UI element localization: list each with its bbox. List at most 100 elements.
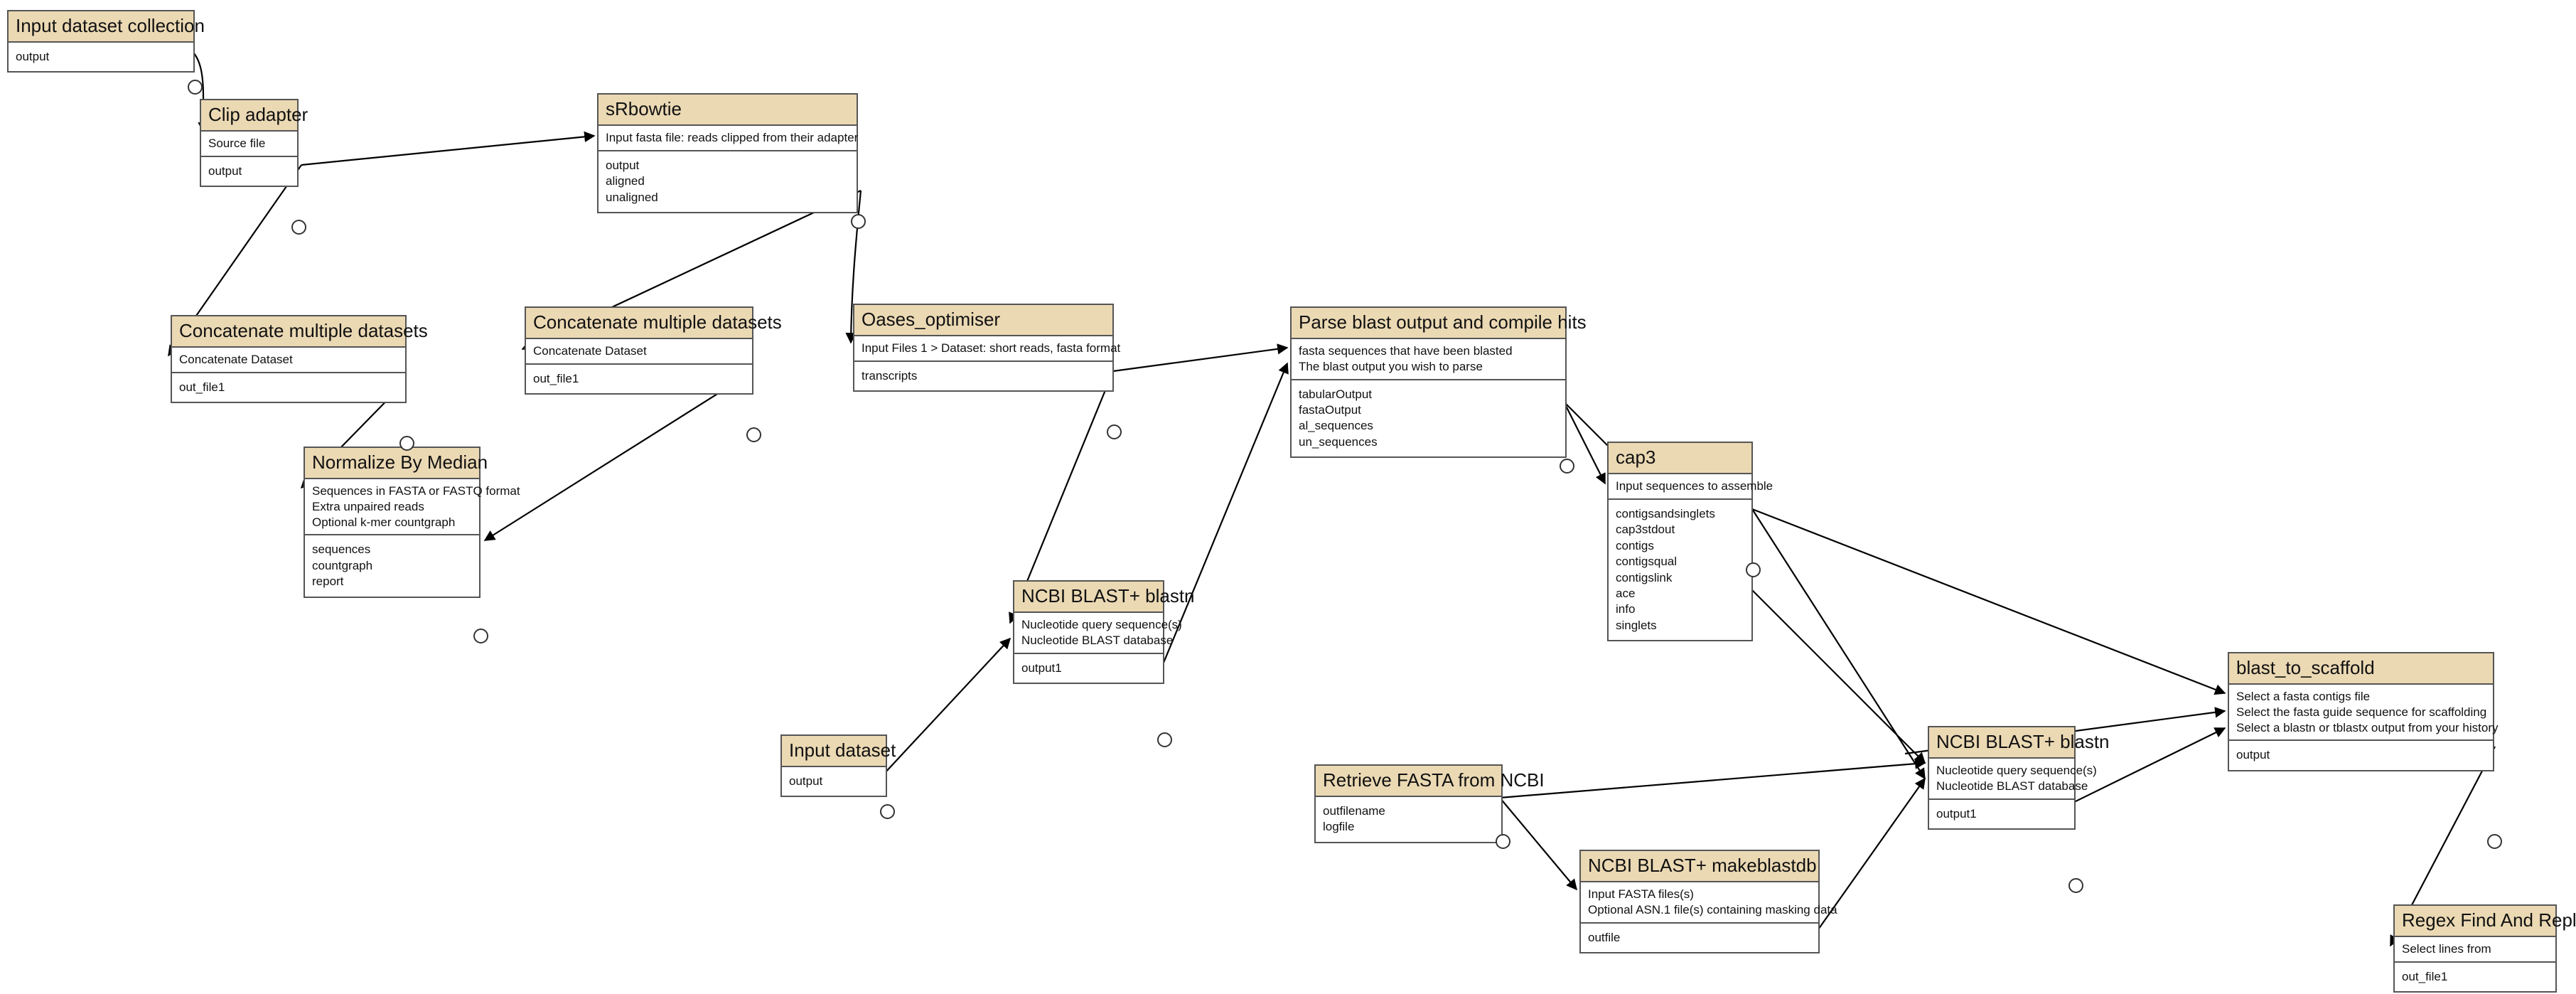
output-terminal[interactable]: info	[1616, 602, 1636, 616]
output-connector-handle[interactable]	[851, 214, 866, 229]
input-terminal[interactable]: Select lines from	[2402, 942, 2491, 956]
input-terminal[interactable]: Optional k-mer countgraph	[312, 515, 456, 529]
input-terminal[interactable]: Concatenate Dataset	[179, 353, 293, 366]
output-terminal[interactable]: output	[208, 164, 242, 178]
workflow-edge	[301, 131, 596, 166]
output-connector-handle[interactable]	[1157, 732, 1172, 747]
input-terminal[interactable]: fasta sequences that have been blasted	[1299, 344, 1513, 358]
output-terminal[interactable]: output	[16, 50, 50, 63]
output-terminal[interactable]: aligned	[606, 174, 645, 188]
output-terminal[interactable]: report	[312, 575, 344, 589]
input-terminal[interactable]: Nucleotide BLAST database	[1021, 633, 1174, 647]
input-terminal[interactable]: Nucleotide BLAST database	[1936, 779, 2088, 793]
output-terminal[interactable]: countgraph	[312, 558, 373, 572]
node-title: Regex Find And Replace	[2395, 906, 2576, 937]
output-connector-handle[interactable]	[473, 629, 488, 643]
output-connector-handle[interactable]	[291, 220, 306, 235]
output-terminal[interactable]: sequences	[312, 543, 371, 557]
input-terminal[interactable]: Select the fasta guide sequence for scaf…	[2236, 705, 2487, 719]
node-input-terminals: Input Files 1 > Dataset: short reads, fa…	[854, 336, 1121, 362]
output-connector-handle[interactable]	[2068, 878, 2083, 893]
output-connector-handle[interactable]	[2487, 834, 2502, 849]
output-terminal[interactable]: output	[2236, 748, 2270, 762]
output-connector-handle[interactable]	[1107, 424, 1122, 439]
output-connector-handle[interactable]	[1560, 459, 1574, 474]
node-output-terminals: outfilename logfile	[1316, 797, 1501, 842]
output-terminal[interactable]: out_file1	[533, 371, 579, 385]
output-terminal[interactable]: transcripts	[862, 368, 918, 383]
node-output-terminals: output	[9, 43, 193, 71]
output-connector-handle[interactable]	[746, 427, 761, 442]
node-input-terminals: Nucleotide query sequence(s) Nucleotide B…	[1014, 613, 1182, 654]
output-terminal[interactable]: contigs	[1616, 538, 1654, 552]
input-terminal[interactable]: Nucleotide query sequence(s)	[1936, 764, 2097, 777]
output-terminal[interactable]: cap3stdout	[1616, 523, 1675, 537]
node-title: sRbowtie	[599, 95, 857, 126]
input-terminal[interactable]: Nucleotide query sequence(s)	[1021, 618, 1182, 631]
input-terminal[interactable]: Sequences in FASTA or FASTQ format	[312, 484, 520, 498]
output-terminal[interactable]: singlets	[1616, 618, 1657, 632]
output-terminal[interactable]: logfile	[1323, 820, 1355, 834]
output-terminal[interactable]: al_sequences	[1299, 419, 1373, 433]
input-terminal[interactable]: Extra unpaired reads	[312, 499, 424, 513]
output-connector-handle[interactable]	[399, 436, 414, 451]
output-terminal[interactable]: contigsandsinglets	[1616, 506, 1715, 520]
output-terminal[interactable]: output	[789, 774, 823, 788]
node-title: NCBI BLAST+ blastn	[1929, 727, 2110, 759]
input-terminal[interactable]: Input sequences to assemble	[1616, 479, 1773, 493]
input-terminal[interactable]: Select a blastn or tblastx output from y…	[2236, 720, 2499, 734]
output-connector-handle[interactable]	[1496, 834, 1510, 849]
output-connector-handle[interactable]	[188, 80, 203, 95]
workflow-edge	[1499, 758, 1926, 799]
node-output-terminals: output1	[1929, 800, 2074, 828]
output-connector-handle[interactable]	[880, 804, 895, 819]
output-terminal[interactable]: output	[606, 158, 640, 172]
output-terminal[interactable]: output1	[1021, 661, 1062, 675]
input-terminal[interactable]: Select a fasta contigs file	[2236, 690, 2371, 703]
output-terminal[interactable]: output1	[1936, 806, 1977, 821]
node-output-terminals: output	[2229, 741, 2493, 769]
output-terminal[interactable]: outfilename	[1323, 804, 1385, 818]
input-terminal[interactable]: Source file	[208, 137, 266, 150]
workflow-edge	[883, 637, 1011, 775]
output-terminal[interactable]: un_sequences	[1299, 434, 1378, 449]
output-terminal[interactable]: ace	[1616, 586, 1636, 600]
input-terminal[interactable]: The blast output you wish to parse	[1299, 359, 1483, 373]
output-terminal[interactable]: unaligned	[606, 190, 658, 204]
output-terminal[interactable]: tabularOutput	[1299, 387, 1373, 401]
output-terminal[interactable]: out_file1	[179, 380, 225, 394]
output-terminal[interactable]: outfile	[1588, 930, 1621, 944]
output-terminal[interactable]: fastaOutput	[1299, 402, 1361, 417]
output-terminal[interactable]: contigsqual	[1616, 555, 1678, 569]
node-title: Clip adapter	[201, 100, 308, 132]
output-terminal[interactable]: out_file1	[2402, 969, 2448, 983]
workflow-node-regex-find-and-replace[interactable]: Regex Find And ReplaceSelect lines from o…	[2393, 904, 2576, 993]
output-terminal[interactable]: contigslink	[1616, 570, 1673, 584]
input-terminal[interactable]: Input Files 1 > Dataset: short reads, fa…	[862, 341, 1121, 355]
input-terminal[interactable]: Input fasta file: reads clipped from the…	[606, 131, 859, 144]
input-terminal[interactable]: Optional ASN.1 file(s) containing maskin…	[1588, 902, 1837, 916]
input-terminal[interactable]: Concatenate Dataset	[533, 344, 647, 358]
input-terminal[interactable]: Input FASTA files(s)	[1588, 887, 1694, 901]
output-connector-handle[interactable]	[1746, 562, 1761, 577]
